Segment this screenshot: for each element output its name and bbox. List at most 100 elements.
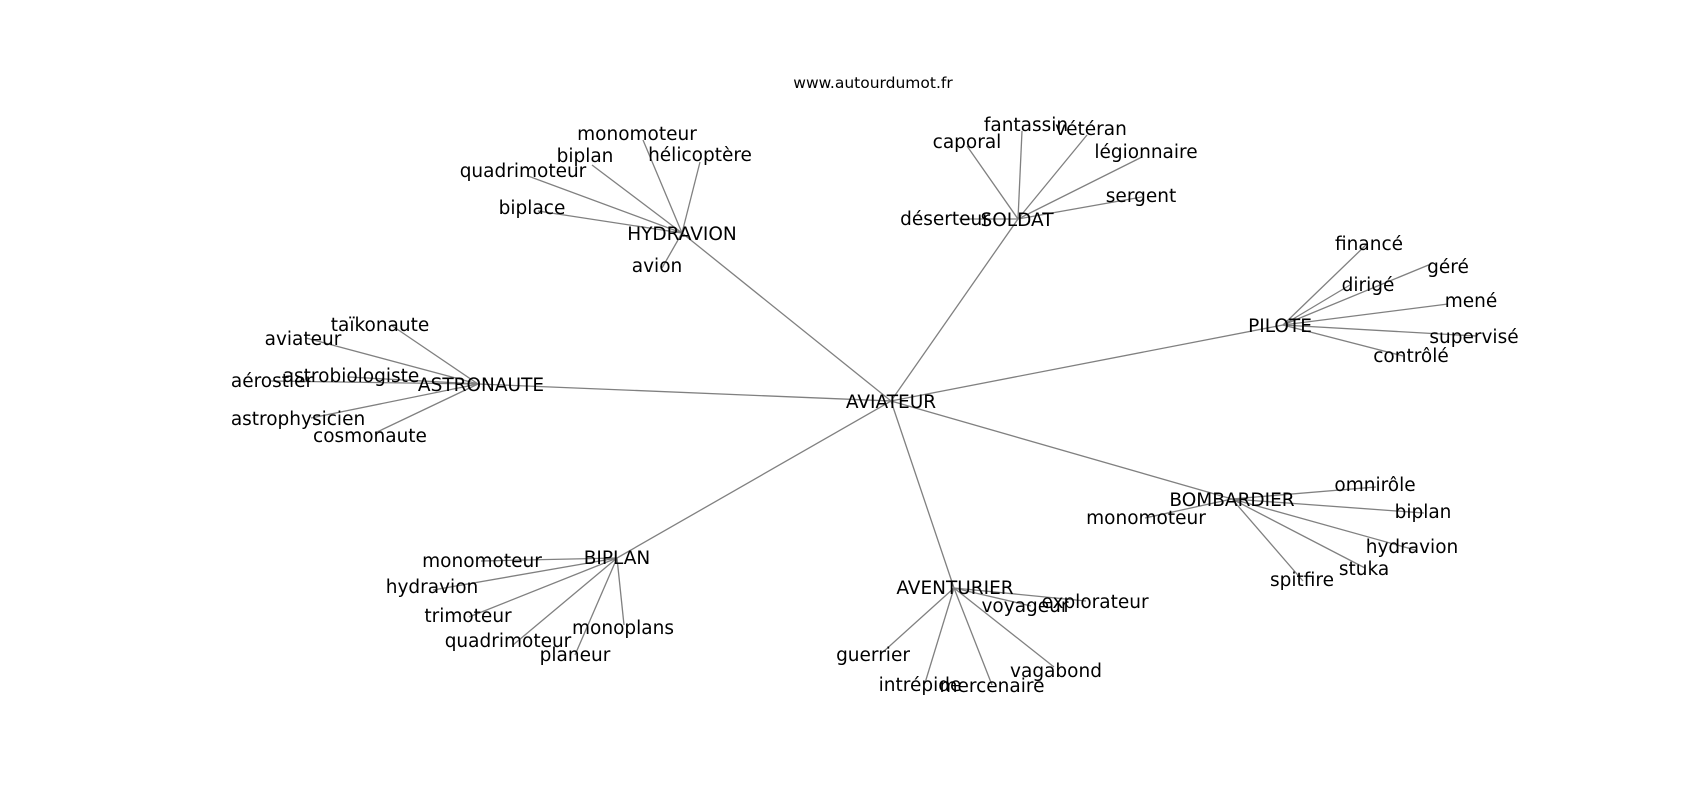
leaf-node-label: astrobiologiste bbox=[283, 366, 420, 387]
leaf-node-label: biplan bbox=[1395, 502, 1452, 523]
hub-to-leaf-edge bbox=[924, 587, 955, 684]
hub-to-leaf-edge bbox=[468, 557, 618, 618]
hub-node-label: AVENTURIER bbox=[896, 578, 1013, 599]
hub-to-leaf-edge bbox=[661, 232, 683, 269]
center-to-hub-edge bbox=[890, 400, 955, 589]
leaf-node-label: astrophysicien bbox=[231, 409, 365, 430]
hub-node-label: HYDRAVION bbox=[627, 224, 737, 245]
leaf-node-label: monomoteur bbox=[1086, 508, 1206, 529]
leaf-node-label: voyageur bbox=[981, 596, 1068, 617]
hub-to-leaf-edge bbox=[882, 587, 955, 653]
leaf-node-label: dirigé bbox=[1342, 275, 1395, 296]
hub-to-leaf-edge bbox=[1017, 130, 1023, 220]
hub-to-leaf-edge bbox=[390, 324, 479, 385]
hub-to-leaf-edge bbox=[681, 161, 701, 234]
leaf-node-label: contrôlé bbox=[1373, 346, 1449, 367]
leaf-node-label: mené bbox=[1445, 291, 1498, 312]
hub-to-leaf-edge bbox=[310, 383, 479, 419]
hub-to-leaf-edge bbox=[537, 210, 683, 234]
hub-to-leaf-edge bbox=[1231, 486, 1377, 500]
leaf-node-label: monoplans bbox=[572, 618, 674, 639]
center-to-hub-edge bbox=[681, 232, 892, 402]
center-to-hub-edge bbox=[890, 324, 1284, 402]
hub-to-leaf-edge bbox=[512, 557, 618, 646]
hub-to-leaf-edge bbox=[953, 587, 1087, 602]
hub-to-leaf-edge bbox=[270, 380, 479, 385]
leaf-node-label: mercenaire bbox=[940, 676, 1045, 697]
hub-to-leaf-edge bbox=[1017, 156, 1143, 220]
leaf-node-label: supervisé bbox=[1429, 327, 1518, 348]
leaf-node-label: hydravion bbox=[1366, 537, 1459, 558]
leaf-node-label: guerrier bbox=[836, 645, 910, 666]
hub-to-leaf-edge bbox=[347, 376, 479, 385]
hub-to-leaf-edge bbox=[1282, 303, 1449, 326]
hub-to-leaf-edge bbox=[1144, 498, 1233, 519]
leaf-node-label: monomoteur bbox=[577, 124, 697, 145]
source-label: www.autourdumot.fr bbox=[793, 74, 953, 92]
center-to-hub-edge bbox=[890, 218, 1019, 402]
leaf-node-label: géré bbox=[1427, 257, 1469, 278]
leaf-node-label: taïkonaute bbox=[331, 315, 430, 336]
hub-to-leaf-edge bbox=[1282, 324, 1477, 337]
leaf-node-label: monomoteur bbox=[422, 551, 542, 572]
hub-node-label: SOLDAT bbox=[980, 210, 1054, 231]
hub-to-leaf-edge bbox=[1231, 498, 1304, 582]
hub-node-label: PILOTE bbox=[1248, 316, 1312, 337]
leaf-node-label: spitfire bbox=[1270, 570, 1334, 591]
leaf-node-label: hélicoptère bbox=[648, 145, 752, 166]
hub-to-leaf-edge bbox=[1231, 498, 1425, 514]
hub-to-leaf-edge bbox=[591, 164, 683, 234]
hub-to-leaf-edge bbox=[1282, 243, 1368, 326]
leaf-node-label: quadrimoteur bbox=[445, 631, 572, 652]
leaf-node-label: trimoteur bbox=[424, 606, 512, 627]
hub-to-leaf-edge bbox=[305, 337, 479, 385]
leaf-node-label: financé bbox=[1335, 234, 1403, 255]
hub-to-leaf-edge bbox=[1017, 134, 1088, 220]
leaf-node-label: biplan bbox=[557, 146, 614, 167]
hub-to-leaf-edge bbox=[432, 557, 618, 591]
leaf-node-label: omnirôle bbox=[1334, 475, 1415, 496]
leaf-node-label: vétéran bbox=[1055, 119, 1127, 140]
leaf-node-label: légionnaire bbox=[1094, 142, 1197, 163]
hub-node-label: ASTRONAUTE bbox=[418, 375, 544, 396]
center-to-hub-edge bbox=[477, 383, 892, 402]
hub-to-leaf-edge bbox=[966, 145, 1019, 220]
hub-node-label: BOMBARDIER bbox=[1169, 490, 1294, 511]
edges-layer bbox=[270, 130, 1477, 686]
hub-to-leaf-edge bbox=[953, 587, 1055, 668]
hub-to-leaf-edge bbox=[1282, 284, 1351, 326]
hub-to-leaf-edge bbox=[953, 587, 993, 686]
leaf-node-label: aviateur bbox=[265, 329, 342, 350]
hub-to-leaf-edge bbox=[642, 139, 683, 234]
hub-to-leaf-edge bbox=[527, 175, 683, 234]
hub-to-leaf-edge bbox=[1282, 263, 1432, 326]
leaf-node-label: cosmonaute bbox=[313, 426, 427, 447]
hub-to-leaf-edge bbox=[1282, 324, 1404, 357]
leaf-node-label: avion bbox=[632, 256, 682, 277]
center-to-hub-edge bbox=[616, 400, 892, 559]
leaf-node-label: déserteur bbox=[900, 209, 990, 230]
leaf-node-label: hydravion bbox=[386, 577, 479, 598]
hub-to-leaf-edge bbox=[1231, 498, 1366, 569]
hub-to-leaf-edge bbox=[1231, 498, 1416, 551]
hub-to-leaf-edge bbox=[374, 383, 479, 434]
center-to-hub-edge bbox=[890, 400, 1233, 500]
leaf-node-label: vagabond bbox=[1010, 661, 1102, 682]
leaf-node-label: biplace bbox=[499, 198, 566, 219]
leaf-node-label: explorateur bbox=[1041, 592, 1149, 613]
hub-to-leaf-edge bbox=[480, 557, 618, 562]
leaf-node-label: sergent bbox=[1106, 186, 1176, 207]
leaf-node-label: aérostier bbox=[231, 371, 314, 392]
leaf-node-label: intrépide bbox=[879, 675, 962, 696]
hub-to-leaf-edge bbox=[574, 557, 618, 656]
hub-to-leaf-edge bbox=[1017, 196, 1143, 220]
hub-to-leaf-edge bbox=[616, 557, 625, 626]
leaf-node-label: planeur bbox=[540, 645, 611, 666]
hub-to-leaf-edge bbox=[953, 587, 1032, 607]
hub-node-label: BIPLAN bbox=[584, 548, 651, 569]
center-node-label: AVIATEUR bbox=[846, 392, 936, 413]
leaf-node-label: caporal bbox=[933, 132, 1002, 153]
leaf-node-label: fantassin bbox=[984, 115, 1068, 136]
